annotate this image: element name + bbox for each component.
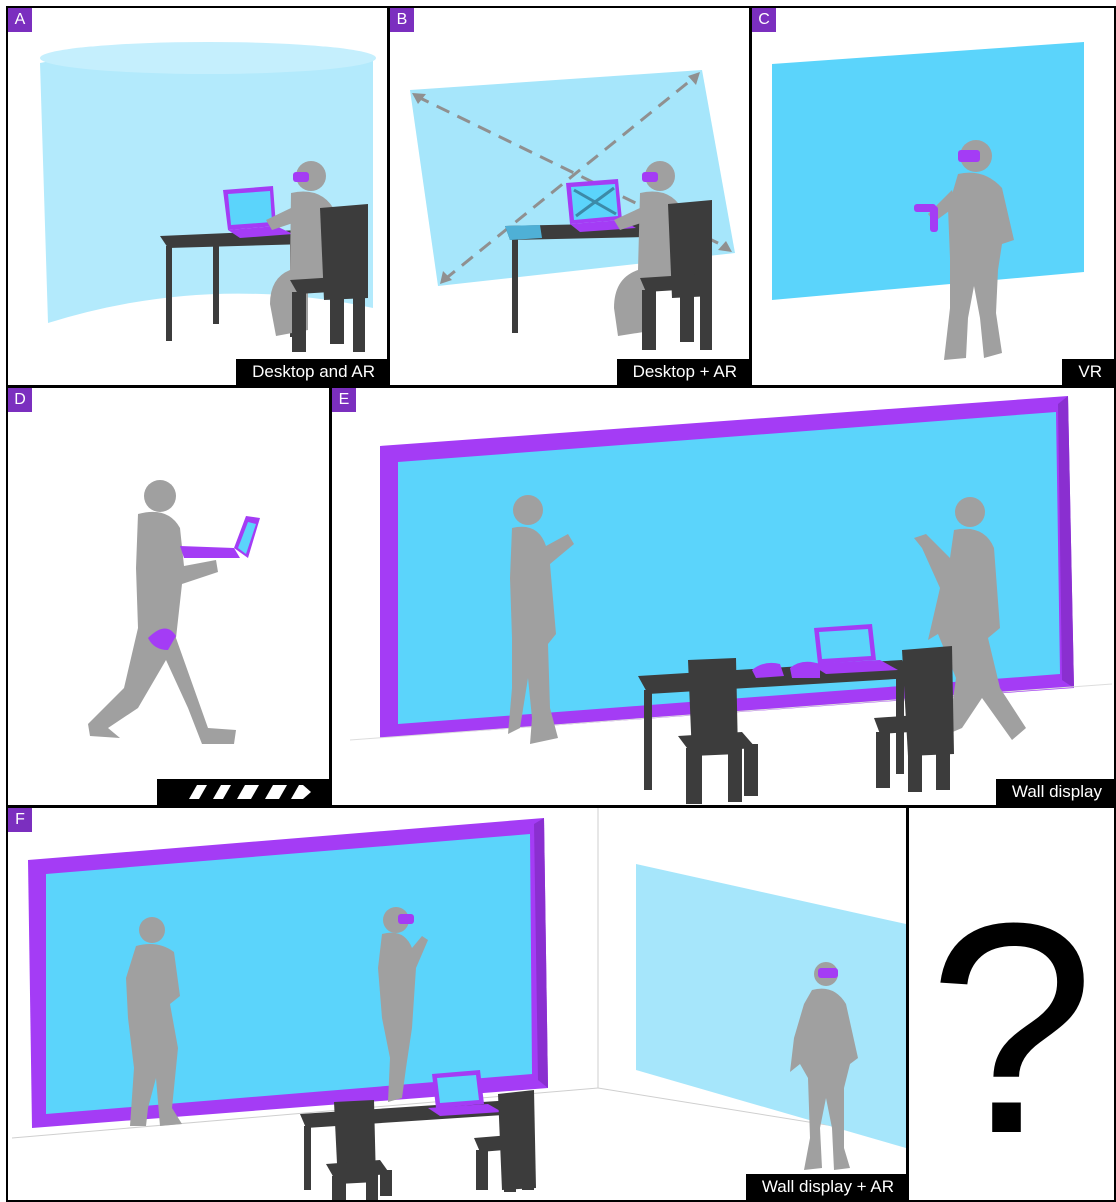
panel-tag: B — [390, 8, 414, 32]
panel-e: E — [330, 386, 1116, 807]
panel-tag: E — [332, 388, 356, 412]
panel-tag: D — [8, 388, 32, 412]
panel-caption: Wall display + AR — [746, 1174, 906, 1200]
question-mark: ? — [909, 878, 1114, 1178]
panel-d: D — [6, 386, 331, 807]
panel-caption: Desktop + AR — [617, 359, 749, 385]
wall-display-plus-ar-scene — [8, 808, 908, 1202]
ar-headset-icon — [818, 968, 838, 978]
curved-ar-screen-top — [40, 42, 376, 74]
panel-tag: A — [8, 8, 32, 32]
panel-b: B — [388, 6, 751, 387]
panel-a: A Deskt — [6, 6, 389, 387]
ar-headset-icon — [293, 172, 309, 182]
panel-tag: C — [752, 8, 776, 32]
person-silhouette-icon — [88, 480, 236, 744]
dashed-arrow-icon — [175, 779, 315, 805]
panel-caption: Desktop and AR — [236, 359, 387, 385]
panel-unknown: ? — [907, 806, 1116, 1202]
ar-screen — [636, 864, 906, 1148]
ar-headset-icon — [398, 914, 414, 924]
vr-scene — [752, 8, 1116, 387]
panel-f: F — [6, 806, 908, 1202]
desk-icon — [638, 660, 912, 790]
walking-arrow-caption — [157, 779, 329, 805]
ar-headset-icon — [642, 172, 658, 182]
mobile-laptop-scene — [8, 388, 331, 807]
vr-screen — [772, 42, 1084, 300]
panel-c: C VR — [750, 6, 1116, 387]
desktop-plus-ar-scene — [390, 8, 751, 387]
desktop-and-ar-scene — [8, 8, 389, 387]
panel-caption: Wall display — [996, 779, 1114, 805]
ar-headset-icon — [958, 150, 980, 162]
wall-display-scene — [332, 388, 1116, 807]
panel-tag: F — [8, 808, 32, 832]
laptop-icon — [180, 516, 260, 558]
panel-caption: VR — [1062, 359, 1114, 385]
